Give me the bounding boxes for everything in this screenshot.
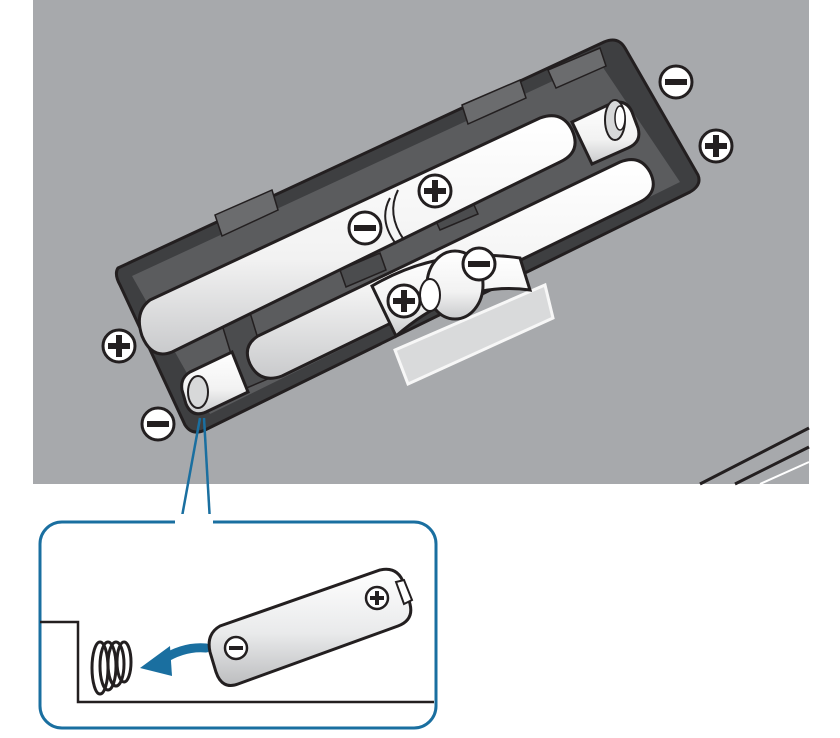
minus-circle-icon (140, 406, 176, 442)
callout-battery (207, 567, 414, 687)
polarity-markers (101, 64, 734, 442)
battery-small-right (569, 99, 641, 166)
plus-circle-icon (698, 128, 734, 164)
plus-circle-icon (101, 328, 137, 364)
insert-arrow-icon (140, 643, 211, 676)
spring-contact-icon (90, 640, 133, 696)
plus-circle-icon (658, 64, 694, 100)
plus-circle-icon (364, 585, 390, 611)
minus-circle-icon (461, 246, 497, 282)
battery-small-left (180, 349, 250, 416)
plus-circle-icon (417, 173, 453, 209)
plus-circle-icon (386, 283, 422, 319)
callout-leader (179, 417, 212, 523)
minus-circle-icon (347, 210, 383, 246)
cover-slot (393, 282, 555, 387)
detail-callout (38, 514, 438, 730)
minus-circle-icon (223, 635, 249, 661)
